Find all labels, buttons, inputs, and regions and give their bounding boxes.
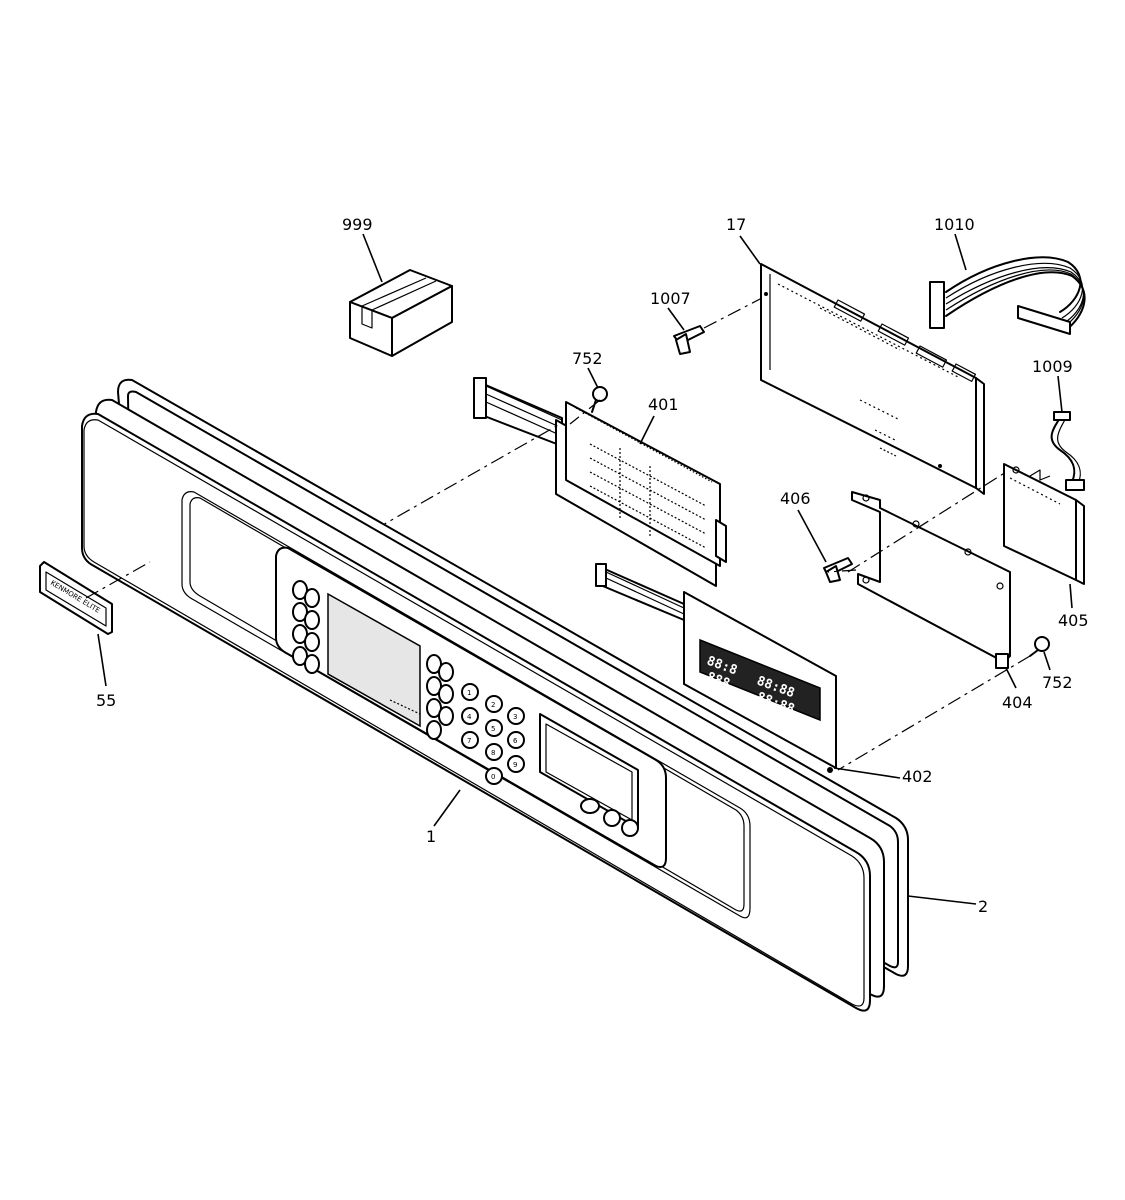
key-4: 4 bbox=[467, 713, 472, 721]
callout-leaders bbox=[97, 233, 1073, 905]
label-1009: 1009 bbox=[1032, 357, 1073, 376]
part-402-display-board: 88:8 88:88 888 88:88 bbox=[595, 563, 901, 779]
key-2: 2 bbox=[491, 701, 495, 709]
key-8: 8 bbox=[491, 749, 495, 757]
numeric-keypad: 1 2 3 4 5 6 7 8 9 0 bbox=[461, 683, 525, 785]
left-key-group bbox=[292, 580, 320, 674]
part-999-box bbox=[349, 269, 453, 357]
part-1-front-panel: 1 2 3 4 5 6 7 8 9 0 bbox=[81, 398, 885, 1012]
label-752-upper: 752 bbox=[572, 349, 603, 368]
part-1007-standoff bbox=[673, 297, 763, 355]
key-0: 0 bbox=[491, 773, 495, 781]
key-5: 5 bbox=[491, 725, 495, 733]
part-405-relay-board bbox=[1003, 463, 1085, 585]
part-752-screw-upper bbox=[591, 386, 608, 413]
label-752-lower: 752 bbox=[1042, 673, 1073, 692]
assembly-lines bbox=[569, 399, 857, 573]
label-2: 2 bbox=[978, 897, 988, 916]
label-17: 17 bbox=[726, 215, 746, 234]
callout-labels: 999 17 1010 1007 752 401 1009 406 405 75… bbox=[96, 215, 1089, 916]
label-999: 999 bbox=[342, 215, 373, 234]
key-1: 1 bbox=[467, 689, 471, 697]
key-6: 6 bbox=[513, 737, 518, 745]
label-1: 1 bbox=[426, 827, 436, 846]
label-406: 406 bbox=[780, 489, 811, 508]
right-key-group bbox=[426, 654, 454, 740]
part-752-screw-lower bbox=[837, 636, 1050, 771]
label-404: 404 bbox=[1002, 693, 1033, 712]
label-401: 401 bbox=[648, 395, 679, 414]
label-405: 405 bbox=[1058, 611, 1089, 630]
key-9: 9 bbox=[513, 761, 517, 769]
label-55: 55 bbox=[96, 691, 116, 710]
part-401-board bbox=[373, 377, 727, 587]
part-406-standoff bbox=[823, 557, 853, 583]
part-1009-harness bbox=[1029, 411, 1085, 491]
part-17-control-board bbox=[760, 263, 985, 495]
label-402: 402 bbox=[902, 767, 933, 786]
label-1010: 1010 bbox=[934, 215, 975, 234]
part-404-bracket bbox=[847, 471, 1011, 669]
key-7: 7 bbox=[467, 737, 471, 745]
key-3: 3 bbox=[513, 713, 517, 721]
part-1010-ribbon-harness bbox=[929, 256, 1086, 335]
label-1007: 1007 bbox=[650, 289, 691, 308]
